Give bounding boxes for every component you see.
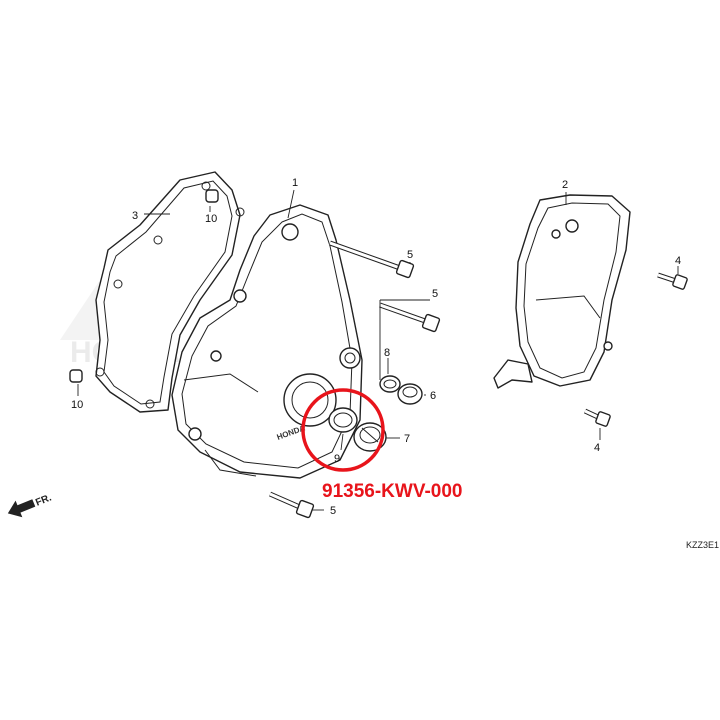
bolt-part-4-lower[interactable] bbox=[583, 408, 611, 427]
diagram-code: KZZ3E1 bbox=[686, 540, 719, 550]
dowel-pin-lower[interactable] bbox=[69, 369, 83, 383]
front-arrow-icon bbox=[7, 499, 36, 518]
dowel-pin-upper[interactable] bbox=[205, 189, 219, 203]
callout-4-lower: 4 bbox=[594, 442, 600, 454]
gasket-part-3[interactable] bbox=[95, 171, 245, 413]
leader-lines bbox=[77, 189, 679, 511]
callout-3: 3 bbox=[132, 210, 138, 222]
bolt-part-5-lower[interactable] bbox=[268, 491, 315, 519]
callout-4-upper: 4 bbox=[675, 255, 681, 267]
front-label: FR. bbox=[34, 492, 53, 508]
callout-9: 9 bbox=[334, 453, 340, 465]
callout-10-upper: 10 bbox=[205, 213, 217, 225]
callout-1: 1 bbox=[292, 177, 298, 189]
callout-10-lower: 10 bbox=[71, 399, 83, 411]
front-direction-indicator: FR. bbox=[7, 492, 53, 518]
bolt-part-4-upper[interactable] bbox=[657, 272, 688, 290]
sprocket-cover-part-2[interactable] bbox=[493, 194, 631, 389]
callout-7: 7 bbox=[404, 433, 410, 445]
bolt-part-5-upper[interactable] bbox=[329, 240, 415, 279]
highlight-circle bbox=[301, 388, 385, 472]
callout-5-upper: 5 bbox=[407, 249, 413, 261]
timing-hole-cap-part-7[interactable] bbox=[353, 422, 387, 452]
crankcase-cover-part-1[interactable]: HONDA bbox=[171, 204, 363, 479]
part-number-label: 91356-KWV-000 bbox=[322, 481, 462, 502]
o-ring-part-9[interactable] bbox=[328, 407, 358, 433]
callout-labels: 1 2 3 4 4 5 5 5 6 7 8 9 10 10 bbox=[71, 177, 681, 517]
callout-5-lower: 5 bbox=[330, 505, 336, 517]
plug-cap-part-6[interactable] bbox=[397, 383, 423, 405]
bolt-part-5-middle[interactable] bbox=[379, 302, 441, 333]
callout-8: 8 bbox=[384, 347, 390, 359]
callout-2: 2 bbox=[562, 179, 568, 191]
o-ring-part-8[interactable] bbox=[379, 375, 401, 393]
callout-5-middle: 5 bbox=[432, 288, 438, 300]
callout-6: 6 bbox=[430, 390, 436, 402]
